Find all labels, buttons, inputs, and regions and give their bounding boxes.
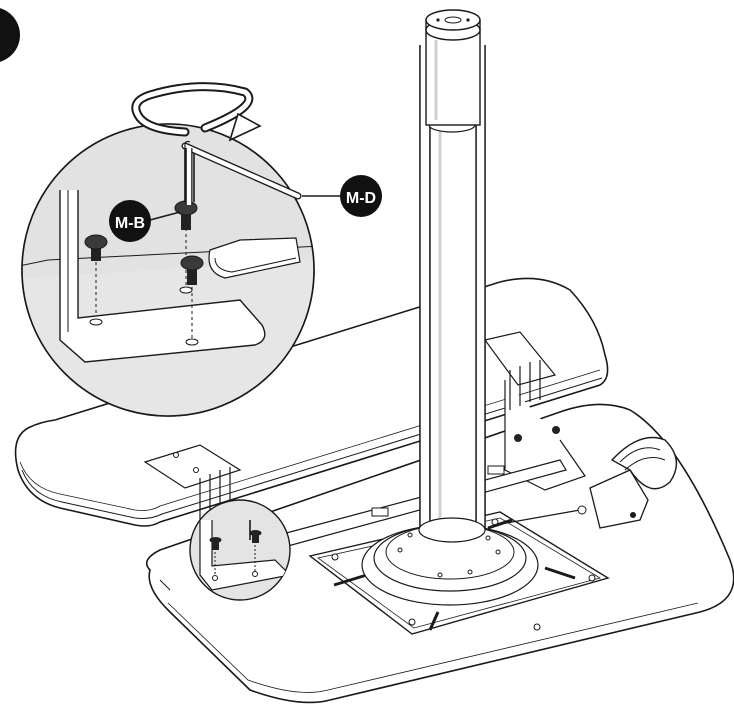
left-bracket <box>143 444 242 520</box>
callout-screw-label: M-B <box>115 215 145 232</box>
callout-wrench-badge: M-D <box>340 175 382 217</box>
center-column <box>418 9 486 543</box>
callout-screw-badge: M-B <box>109 200 151 242</box>
height-handle <box>494 436 678 529</box>
right-bracket <box>483 331 586 491</box>
zoom-detail-large <box>21 123 315 417</box>
hex-key-icon <box>181 140 302 205</box>
callout-line-screw <box>149 211 181 221</box>
mount-plate <box>308 511 610 635</box>
step-badge <box>0 8 20 62</box>
zoom-detail-small <box>189 499 291 601</box>
callout-wrench-label: M-D <box>346 190 376 207</box>
rotate-clockwise-arrow-icon <box>131 82 262 142</box>
